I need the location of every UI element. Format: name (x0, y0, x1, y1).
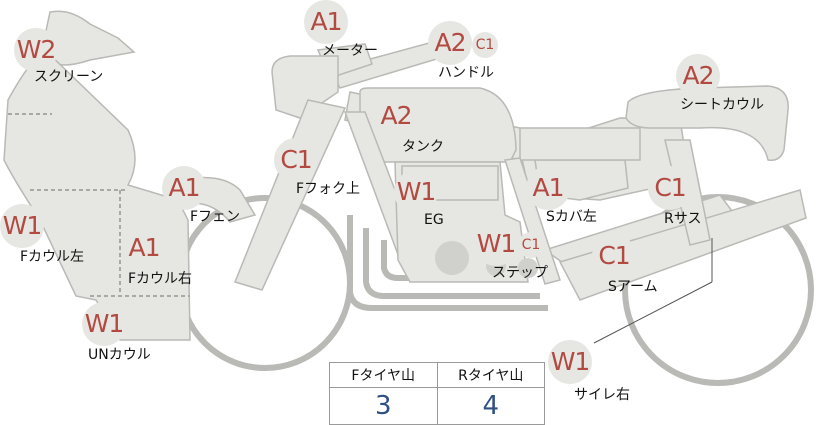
side-cover-label: Sカバ左 (546, 209, 597, 225)
side-cover-grade-badge: A1 (526, 166, 570, 210)
ffork-label: Fフォク上 (296, 181, 361, 197)
exhaust-pipe-lower (363, 228, 540, 299)
tank-grade-badge: A2 (374, 94, 418, 138)
exhaust-pipe-upper (347, 215, 548, 311)
rear-tire-header: Rタイヤ山 (436, 362, 545, 388)
step-grade-badge: W1 (474, 222, 518, 266)
handle-grade-badge: A2 (428, 21, 472, 65)
meter-label: メーター (322, 43, 378, 59)
screen-shape (43, 10, 136, 66)
seat-cowl-label: シートカウル (680, 97, 764, 113)
engine-grade-badge: W1 (394, 170, 438, 214)
seat-cowl-grade-badge: A2 (676, 54, 720, 98)
screen-grade-badge: W2 (14, 28, 58, 72)
rsus-grade-badge: C1 (648, 166, 692, 210)
ffork-grade-badge: C1 (274, 138, 318, 182)
front-fork-shape (233, 99, 347, 291)
fcowl-left-label: Fカウル左 (20, 249, 85, 265)
screen-label: スクリーン (34, 69, 104, 85)
muffler-right-grade-badge: W1 (548, 340, 592, 384)
fcowl-right-grade-badge: A1 (122, 226, 166, 270)
muffler-leader-line (593, 281, 713, 344)
front-tire-header: Fタイヤ山 (329, 362, 438, 388)
handle-label: ハンドル (438, 65, 494, 81)
under-cowl-grade-badge: W1 (82, 302, 126, 346)
ffender-grade-badge: A1 (162, 166, 206, 210)
engine-label: EG (424, 212, 444, 228)
ffender-label: Fフェン (190, 209, 241, 225)
front-tire-value: 3 (329, 387, 438, 425)
exhaust-pipe-inner (381, 240, 525, 281)
muffler-right-label: サイレ右 (574, 387, 630, 403)
fcowl-left-grade-badge: W1 (0, 204, 44, 248)
rear-tire-value: 4 (436, 387, 545, 425)
swingarm-label: Sアーム (608, 279, 658, 295)
handle-sub-grade-badge: C1 (472, 32, 498, 58)
tire-tread-table: Fタイヤ山 Rタイヤ山 3 4 (329, 362, 545, 425)
fcowl-right-label: Fカウル右 (128, 271, 193, 287)
engine-case-left (435, 241, 469, 275)
seat-shape (511, 127, 641, 161)
rsus-label: Rサス (664, 211, 702, 227)
step-sub-grade-badge: C1 (518, 232, 544, 258)
meter-grade-badge: A1 (304, 0, 348, 44)
step-label: ステップ (492, 265, 548, 281)
tank-label: タンク (402, 139, 444, 155)
under-cowl-label: UNカウル (88, 347, 151, 363)
swingarm-grade-badge: C1 (592, 234, 636, 278)
footpeg-dot (518, 258, 538, 278)
